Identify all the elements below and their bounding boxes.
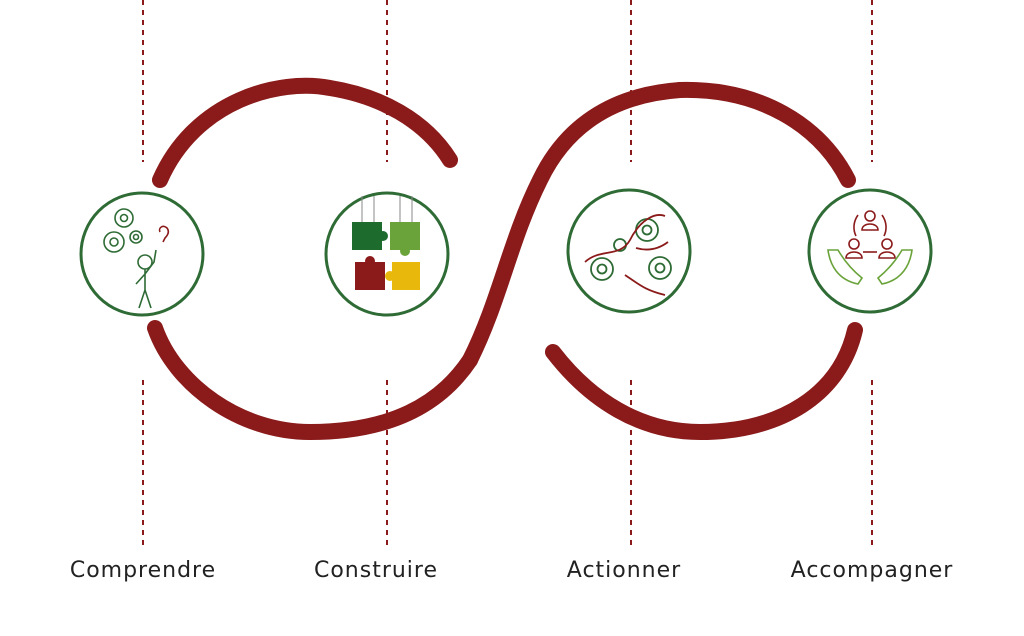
step-label-comprendre: Comprendre (69, 558, 217, 583)
curve-left-bottom-arc (147, 320, 478, 441)
infinity-curve (147, 77, 863, 441)
thinking-person-gears-icon (103, 208, 170, 309)
curve-cross (462, 82, 688, 368)
step-4-circle (807, 188, 933, 314)
curve-left-top-arc (152, 77, 458, 188)
curve-right-top-arc (672, 81, 856, 188)
puzzle-pieces-icon (352, 196, 420, 290)
curve-right-bottom-arc (545, 322, 863, 441)
step-label-actionner: Actionner (566, 558, 682, 583)
guide-lines (142, 0, 873, 545)
step-3-circle (566, 188, 692, 314)
step-1-circle (79, 191, 205, 317)
hands-people-support-icon (827, 210, 913, 285)
step-label-accompagner: Accompagner (790, 558, 954, 583)
step-2-circle (324, 191, 450, 317)
gears-flow-icon (584, 214, 672, 296)
step-label-construire: Construire (313, 558, 439, 583)
